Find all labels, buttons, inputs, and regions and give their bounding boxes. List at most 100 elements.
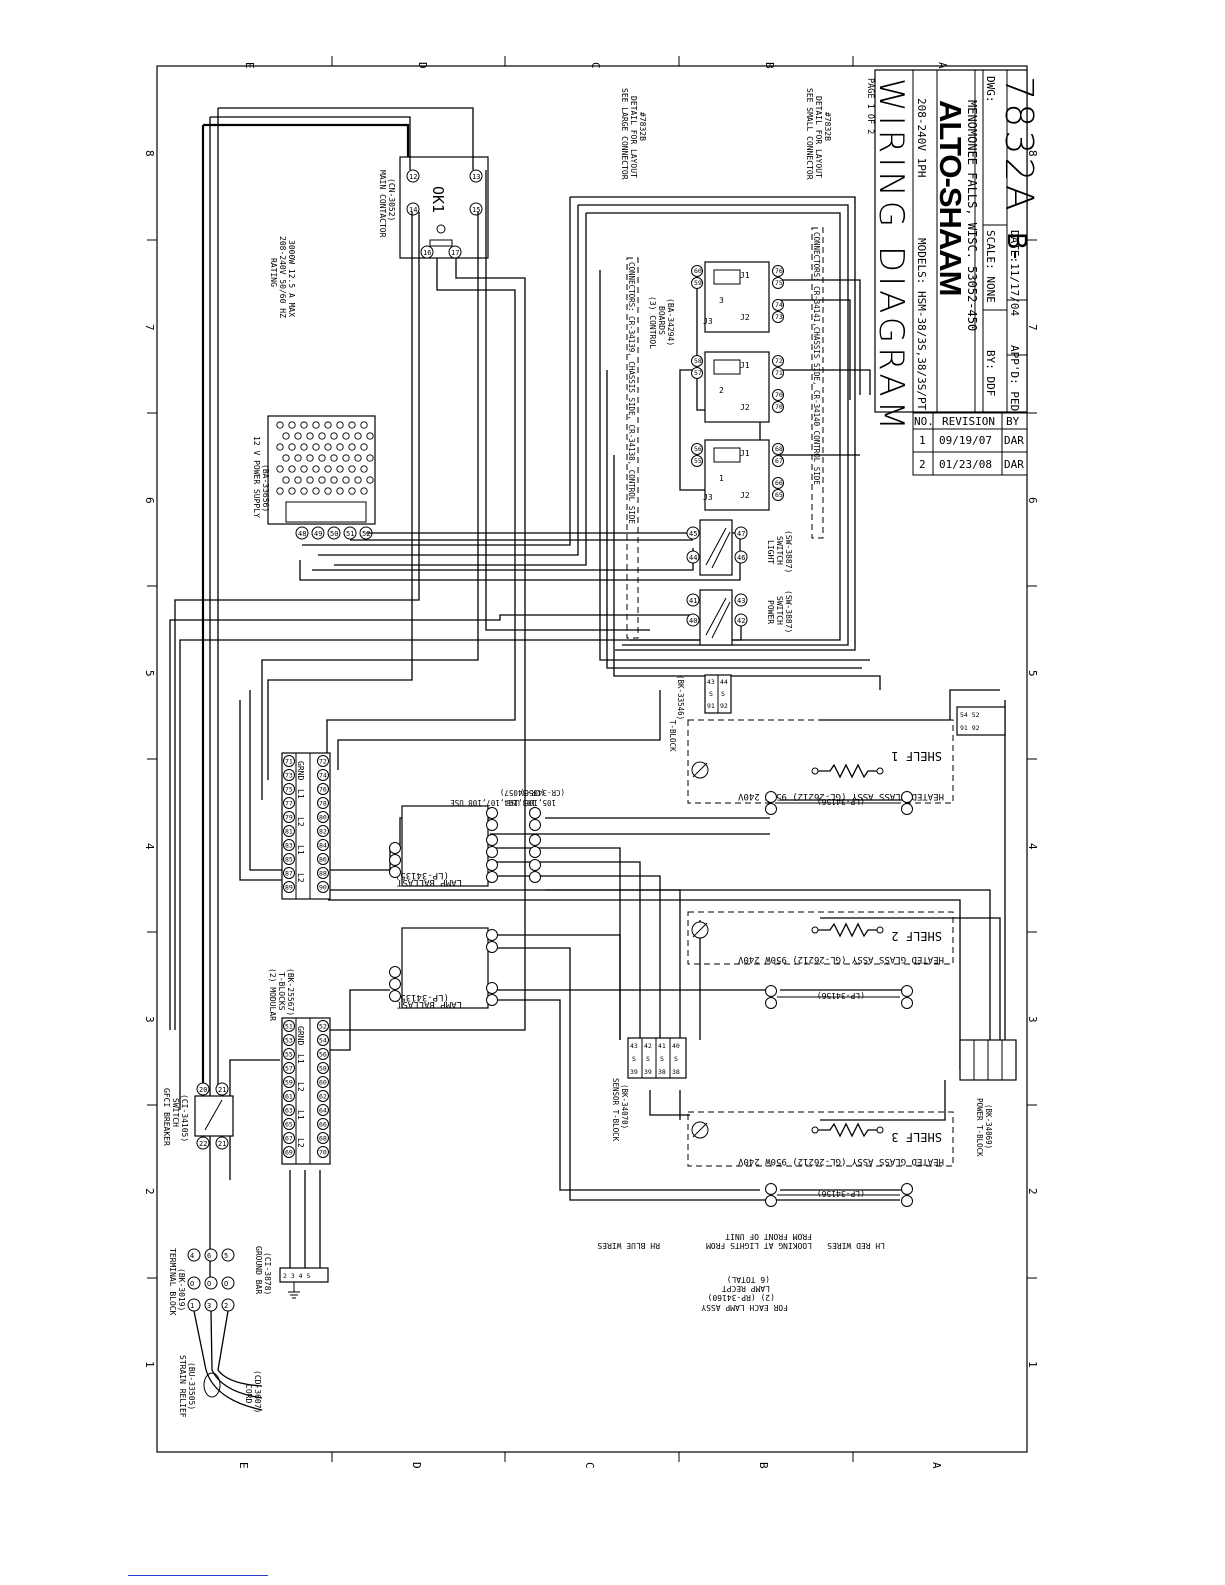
terminal-circle (283, 755, 295, 767)
svg-text:S: S (660, 1055, 664, 1063)
terminal-block: 4 O 1 6 O 3 5 O 2 TERMINAL BLOCK (BK-301… (168, 1248, 235, 1316)
terminal-circle (283, 1146, 295, 1158)
svg-text:(CI-3878): (CI-3878) (263, 1252, 272, 1295)
zone-number: 8 (143, 150, 156, 157)
svg-text:2 3 4 5: 2 3 4 5 (283, 1272, 310, 1280)
svg-text:LAMP RECPT: LAMP RECPT (722, 1284, 770, 1293)
terminal-circle (283, 867, 295, 879)
zone-letters-top: E D C B A (243, 62, 949, 69)
terminal-circle (283, 1048, 295, 1060)
terminal-number: 68 (319, 1135, 327, 1143)
main-contactor: MAIN CONTACTOR (CN-3052) OK1 12 14 13 15… (378, 156, 489, 259)
svg-text:O: O (207, 1280, 211, 1288)
svg-text:RH BLUE WIRES: RH BLUE WIRES (597, 1241, 660, 1250)
svg-text:20: 20 (199, 1086, 207, 1094)
svg-text:15: 15 (472, 206, 480, 214)
note-line: 3000W 12.5 A MAX (287, 240, 296, 317)
svg-text:65: 65 (775, 491, 783, 499)
gfci-breaker: 20 21 22 21 GFCI BREAKER SWITCH (CI-3410… (162, 1082, 234, 1150)
svg-text:41: 41 (658, 1042, 666, 1050)
svg-text:FROM FRONT OF UNIT: FROM FRONT OF UNIT (725, 1232, 812, 1241)
svg-text:39: 39 (630, 1068, 638, 1076)
svg-text:J1: J1 (740, 449, 750, 458)
terminal-circle (317, 811, 329, 823)
dwg-number: 7832A (997, 76, 1041, 214)
zone-number: 5 (1026, 670, 1039, 677)
scale-text: SCALE: NONE (984, 230, 997, 303)
svg-text:(BU-33505): (BU-33505) (187, 1362, 196, 1410)
zone-numbers-left: 8 7 6 5 4 3 2 1 (143, 150, 156, 1368)
zone-letter: E (243, 62, 256, 69)
svg-text:39: 39 (644, 1068, 652, 1076)
terminal-number: 83 (285, 842, 293, 850)
svg-text:LOOKING AT LIGHTS FROM: LOOKING AT LIGHTS FROM (706, 1241, 812, 1250)
terminal-label: L1 (296, 789, 305, 799)
power-supply-vent-pattern (276, 421, 374, 495)
svg-text:SWITCH: SWITCH (171, 1098, 180, 1127)
svg-text:45: 45 (689, 530, 697, 538)
svg-text:GROUND BAR: GROUND BAR (254, 1246, 263, 1294)
page-underline-link[interactable] (128, 1575, 268, 1576)
wire-network (169, 107, 1006, 1280)
zone-number: 5 (143, 670, 156, 677)
drawing-title: WIRING DIAGRAM (871, 78, 911, 434)
svg-text:66: 66 (775, 479, 783, 487)
svg-text:59: 59 (694, 279, 702, 287)
lamp-row-1: (LP-34156) (765, 791, 913, 815)
svg-text:(LP-34156): (LP-34156) (817, 991, 865, 1000)
terminal-number: 88 (319, 870, 327, 878)
terminal-number: 61 (285, 1093, 293, 1101)
terminal-circle (317, 1118, 329, 1130)
terminal-circle (317, 1062, 329, 1074)
svg-text:74: 74 (775, 301, 783, 309)
svg-text:48: 48 (298, 530, 306, 538)
location-text: MENOMONEE FALLS, WISC. 53052-450 (965, 100, 979, 331)
svg-text:(2) MODULAR: (2) MODULAR (268, 968, 277, 1021)
light-switch: 45 44 47 46 LIGHT SWITCH (SW-3887) (686, 519, 793, 576)
svg-text:41: 41 (689, 597, 697, 605)
svg-text:76: 76 (775, 267, 783, 275)
connector-group-small: CONNECTORS: CR-34141,CHASSIS SIDE, CR-34… (811, 227, 824, 539)
svg-text:HEATED GLASS ASSY (GL-26212) 9: HEATED GLASS ASSY (GL-26212) 950W 240V (738, 954, 944, 964)
zone-letter: C (589, 62, 602, 69)
dwg-prefix: B- (1001, 232, 1031, 259)
svg-text:(BK-34070): (BK-34070) (620, 1084, 629, 1129)
svg-text:56: 56 (694, 445, 702, 453)
svg-text:(BK-25567): (BK-25567) (286, 968, 295, 1016)
zone-number: 4 (1026, 843, 1039, 850)
svg-text:57: 57 (694, 369, 702, 377)
svg-text:HEATED GLASS ASSY (GL-26212) 9: HEATED GLASS ASSY (GL-26212) 950W 240V (738, 791, 944, 801)
svg-text:72: 72 (775, 357, 783, 365)
svg-text:71: 71 (775, 369, 783, 377)
svg-text:LH RED WIRES: LH RED WIRES (827, 1241, 885, 1250)
svg-text:68: 68 (775, 445, 783, 453)
zone-letter: A (936, 62, 949, 69)
terminal-circle (317, 1034, 329, 1046)
svg-text:92: 92 (720, 702, 728, 710)
power-cord: STRAIN RELIEF (BU-33505) CORD (CD-3607) (178, 1310, 263, 1418)
lamp-row-3: (LP-34156) (765, 1183, 913, 1207)
svg-text:38: 38 (672, 1068, 680, 1076)
svg-text:FOR EACH LAMP ASSY: FOR EACH LAMP ASSY (701, 1303, 788, 1312)
svg-text:S: S (674, 1055, 678, 1063)
terminal-number: 90 (319, 884, 327, 892)
svg-text:3: 3 (207, 1302, 211, 1310)
terminal-label: L1 (296, 1110, 305, 1120)
revision-no: 2 (919, 458, 926, 471)
terminal-circle (283, 839, 295, 851)
page-number: PAGE 1 OF 2 (865, 78, 875, 134)
svg-text:POWER T-BLOCK: POWER T-BLOCK (975, 1098, 984, 1157)
revision-date: 01/23/08 (939, 458, 992, 471)
svg-text:CONNECTORS: CR-34139, CHASSIS: CONNECTORS: CR-34139, CHASSIS SIDE, CR-3… (627, 262, 636, 524)
terminal-label: L2 (296, 1138, 305, 1148)
svg-text:CONNECTORS: CR-34141,CHASSIS S: CONNECTORS: CR-34141,CHASSIS SIDE, CR-34… (812, 232, 821, 485)
terminal-number: 66 (319, 1121, 327, 1129)
svg-text:43: 43 (737, 597, 745, 605)
terminal-number: 82 (319, 828, 327, 836)
terminal-number: 74 (319, 772, 327, 780)
revision-table: NO. REVISION BY 1 09/19/07 DAR 2 01/23/0… (912, 412, 1028, 476)
shelf-2: HEATED GLASS ASSY (GL-26212) 950W 240V S… (687, 911, 954, 965)
terminal-number: 54 (319, 1037, 327, 1045)
terminal-number: 77 (285, 800, 293, 808)
